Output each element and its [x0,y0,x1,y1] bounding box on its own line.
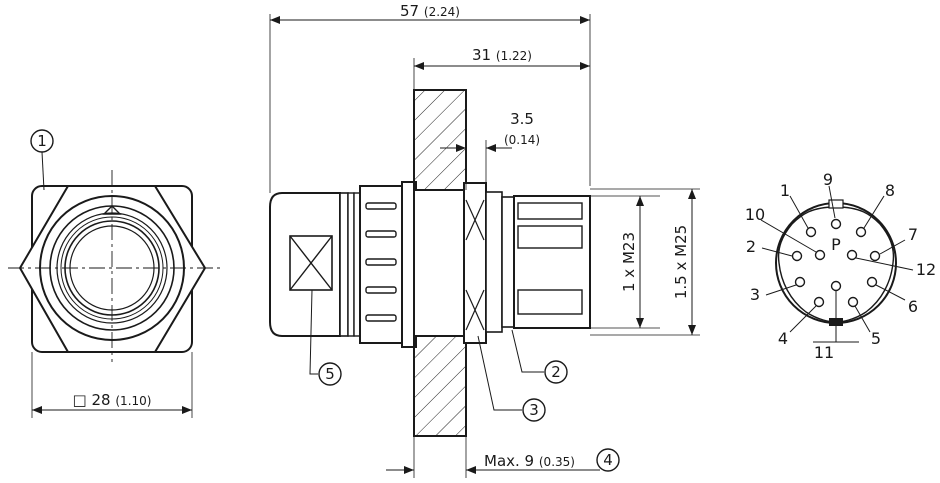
overall-length-label: 57 (2.24) [400,2,460,20]
pin-label-11: 11 [814,343,834,362]
pin-label-7: 7 [908,225,918,244]
pin-5 [847,296,859,308]
flange-gap-sub-label: (0.14) [504,133,540,147]
pin-pe-label: P [831,235,841,254]
square-width-label: □ 28 (1.10) [73,391,152,409]
coding-notch [102,205,122,215]
wall-section-top [413,89,467,191]
pin-7 [869,250,881,262]
pin-12 [846,249,858,261]
pin-label-8: 8 [885,181,895,200]
pin-10 [814,249,826,261]
wall-section-bottom [413,335,467,437]
thread-m23-label: 1 x M23 [620,232,638,292]
pin-layout-view: P 1 9 8 10 7 2 12 3 6 4 5 11 [745,170,936,362]
side-view: 57 (2.24) 31 (1.22) 3.5 (0.14) 1 x M23 1… [269,2,700,478]
pin-label-2: 2 [746,237,756,256]
front-length-label: 31 (1.22) [472,46,532,64]
front-view: 1 □ 28 (1.10) [8,129,220,418]
flange-gap-label: 3.5 [510,110,534,128]
pin-label-3: 3 [750,285,760,304]
callout-2: 2 [551,363,561,381]
pin-11 [830,280,842,292]
pin-6 [866,276,878,288]
pin-2 [791,250,803,262]
pin-4 [813,296,825,308]
pin-label-10: 10 [745,205,765,224]
callout-1: 1 [37,132,47,150]
pin-8 [855,226,867,238]
callout-5: 5 [325,365,335,383]
thread-m25-label: 1.5 x M25 [672,225,690,299]
pin-label-4: 4 [778,329,788,348]
panel-nut [413,189,467,337]
callout-3: 3 [529,401,539,419]
callout-4: 4 [603,451,613,469]
pin-3 [794,276,806,288]
pin-label-6: 6 [908,297,918,316]
pin-label-1: 1 [780,181,790,200]
max-wall-label: Max. 9 (0.35) [484,452,575,470]
pin-label-5: 5 [871,329,881,348]
pin-1 [805,226,817,238]
pin-label-9: 9 [823,170,833,189]
pin-label-12: 12 [916,260,936,279]
pin-9 [830,218,842,230]
